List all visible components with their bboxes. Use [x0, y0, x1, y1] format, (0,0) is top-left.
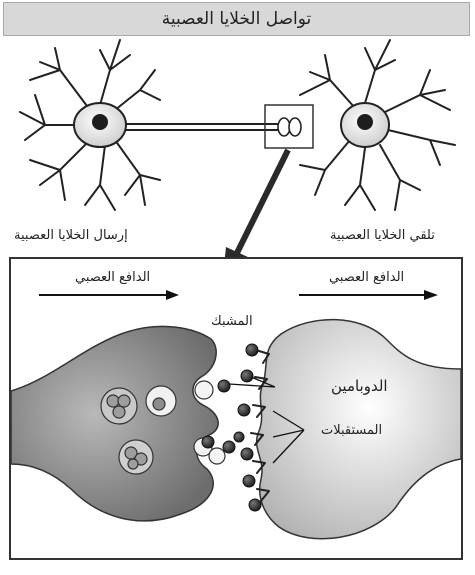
- receptors: [250, 350, 270, 502]
- synapse-closeup: [11, 290, 461, 540]
- vesicles: [100, 385, 177, 475]
- zoom-box: [264, 104, 314, 149]
- synapse-terminal: [277, 117, 302, 137]
- dopamine-molecules: [201, 343, 262, 512]
- receiving-nucleus: [357, 114, 373, 130]
- sending-neuron: [19, 39, 161, 211]
- dopamine-label: الدوبامين: [331, 377, 388, 395]
- neurons-illustration: [19, 39, 456, 266]
- page-title: تواصل الخلايا العصبية: [161, 9, 312, 29]
- pointer-lines: [228, 376, 305, 464]
- sending-nucleus: [92, 114, 108, 130]
- impulse-label-right: الدافع العصبي: [329, 270, 405, 285]
- sending-neuron-label: إرسال الخلايا العصبية: [14, 228, 128, 243]
- impulse-label-left: الدافع العصبي: [75, 270, 151, 285]
- axon: [126, 123, 280, 131]
- synapse-label: المشبك: [211, 314, 253, 329]
- postsynaptic-terminal: [255, 318, 461, 540]
- synapse-panel: الدافع العصبي الدافع العصبي المشبك الدوب…: [9, 257, 463, 560]
- receiving-neuron-label: تلقي الخلايا العصبية: [330, 228, 435, 243]
- title-bar: تواصل الخلايا العصبية: [3, 2, 470, 36]
- receiving-neuron: [299, 39, 456, 211]
- receptors-label: المستقبلات: [321, 423, 383, 438]
